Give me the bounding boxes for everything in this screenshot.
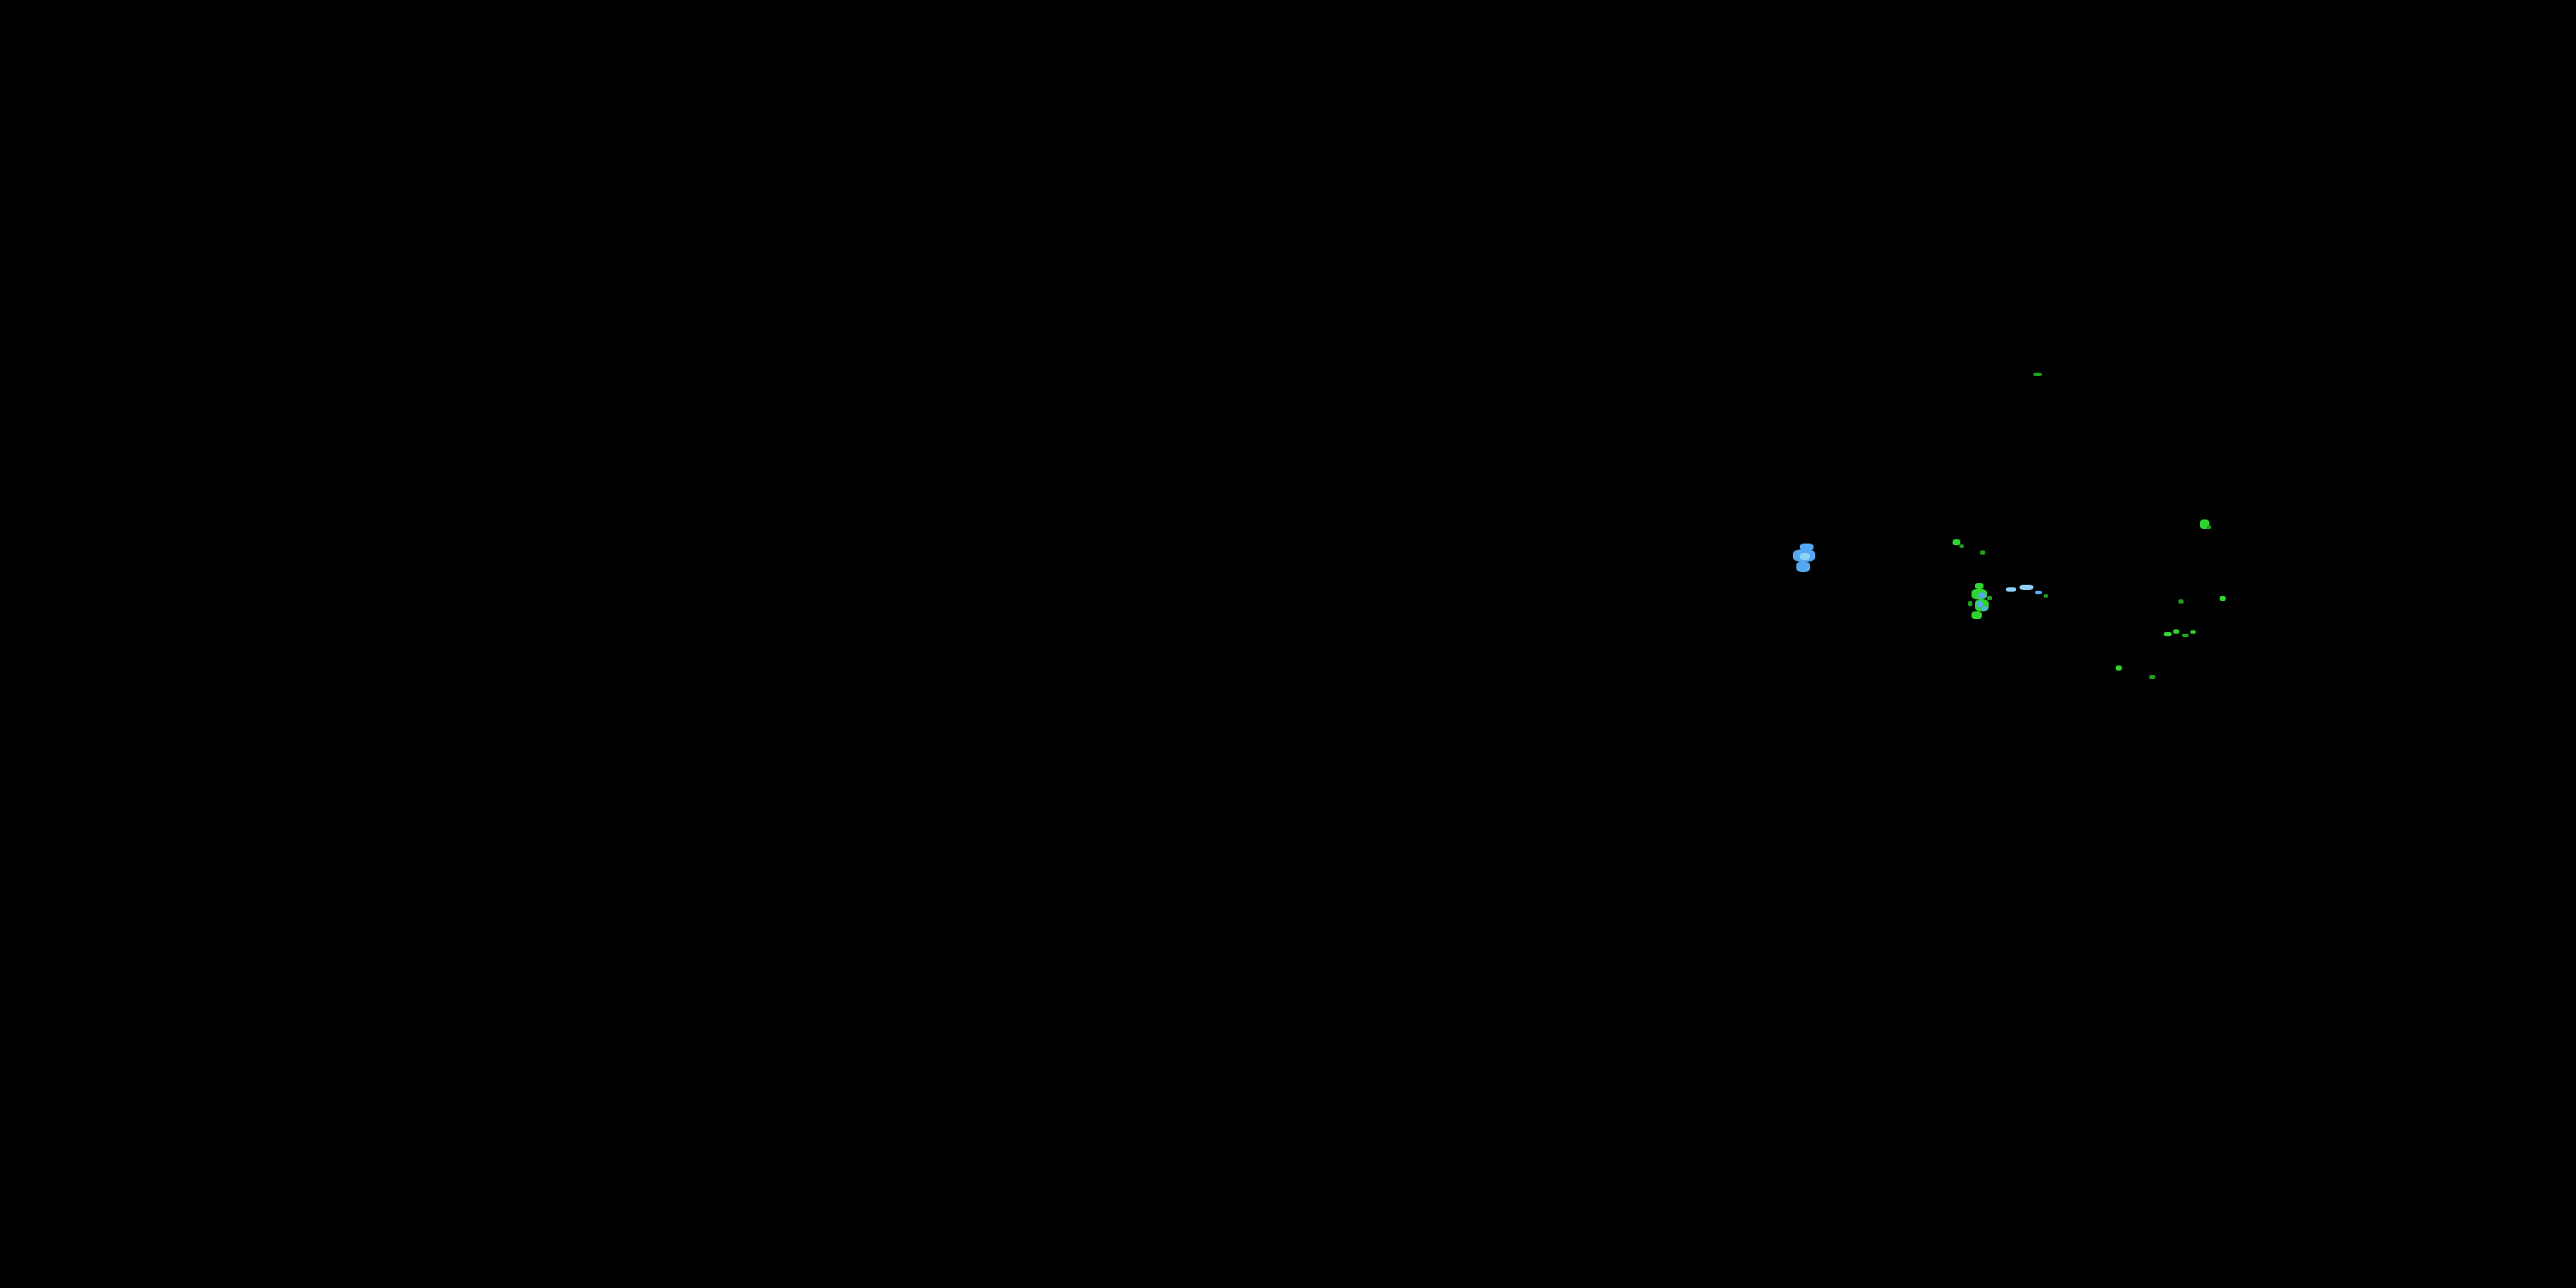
radar-echo [1987, 596, 1992, 600]
radar-echo [2178, 599, 2184, 604]
radar-echo [2033, 373, 2042, 376]
radar-echo [2173, 629, 2179, 634]
radar-echo [2035, 591, 2042, 594]
radar-echo [1800, 544, 1814, 550]
radar-echo [1975, 583, 1984, 589]
radar-echo [1982, 606, 1987, 611]
radar-echo [2149, 675, 2155, 679]
radar-echo [1977, 601, 1983, 607]
radar-echo [2220, 596, 2226, 601]
radar-echo [2116, 665, 2122, 671]
radar-echo [2044, 594, 2048, 598]
radar-echo [1959, 544, 1964, 548]
radar-echo [2020, 585, 2033, 590]
radar-echo [2190, 630, 2196, 634]
radar-echo [1971, 611, 1982, 619]
radar-echo [2200, 519, 2209, 529]
radar-echo [1796, 562, 1810, 572]
radar-echo [2006, 587, 2016, 592]
radar-echo [2182, 634, 2189, 637]
radar-echo [2207, 526, 2211, 529]
radar-echo [1980, 550, 1985, 555]
radar-echo [1978, 592, 1985, 598]
radar-echo [2164, 632, 2172, 636]
radar-echo [1968, 601, 1972, 606]
radar-echo [1800, 553, 1810, 560]
radar-echo [1953, 539, 1960, 545]
